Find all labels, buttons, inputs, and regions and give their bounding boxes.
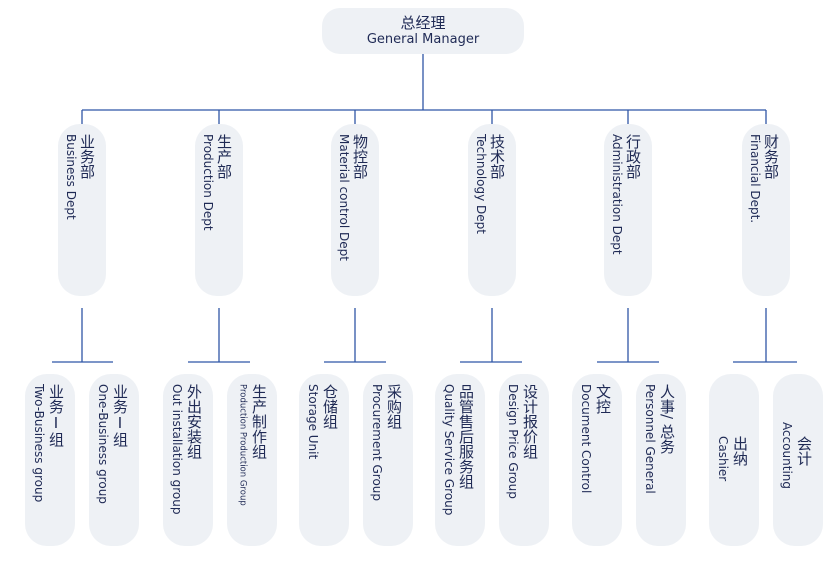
group-node-quality-service: 品管售后服务组 Quality Service Group xyxy=(435,374,485,546)
dept-label-zh: 技术部 xyxy=(488,134,506,179)
general-manager-node: 总经理 General Manager xyxy=(322,8,524,54)
general-manager-label-en: General Manager xyxy=(366,32,480,47)
group-node-cashier: 出纳 Cashier xyxy=(709,374,759,546)
group-label-zh: 外出安装组 xyxy=(185,384,203,459)
group-label-en: Production Production Group xyxy=(237,384,248,506)
group-node-design-price: 设计报价组 Design Price Group xyxy=(499,374,549,546)
group-label-zh: 业务Ⅰ组 xyxy=(111,384,129,447)
group-node-one-business: 业务Ⅰ组 One-Business group xyxy=(89,374,139,546)
group-node-production: 生产制作组 Production Production Group xyxy=(227,374,277,546)
group-node-procurement: 采购组 Procurement Group xyxy=(363,374,413,546)
group-label-zh: 文控 xyxy=(594,384,612,414)
group-label-en: Quality Service Group xyxy=(442,384,456,516)
group-label-zh: 人事/ 总务 xyxy=(658,384,676,454)
dept-label-en: Financial Dept. xyxy=(748,134,762,224)
group-label-en: Cashier xyxy=(716,436,730,482)
general-manager-label-zh: 总经理 xyxy=(400,14,446,32)
dept-node-business: 业务部 Business Dept xyxy=(58,124,106,296)
dept-label-zh: 财务部 xyxy=(762,134,780,179)
dept-label-zh: 行政部 xyxy=(624,134,642,179)
dept-label-en: Material control Dept xyxy=(337,134,351,261)
group-label-zh: 会计 xyxy=(795,436,813,466)
dept-label-zh: 物控部 xyxy=(351,134,369,179)
dept-label-en: Administration Dept xyxy=(610,134,624,255)
group-label-en: Personnel General xyxy=(643,384,657,494)
group-label-zh: 出纳 xyxy=(731,436,749,466)
group-label-zh: 品管售后服务组 xyxy=(457,384,475,489)
group-node-personnel-general: 人事/ 总务 Personnel General xyxy=(636,374,686,546)
group-label-zh: 业务Ⅰ组 xyxy=(47,384,65,447)
group-label-zh: 采购组 xyxy=(385,384,403,429)
dept-label-zh: 生产部 xyxy=(215,134,233,179)
group-label-en: Storage Unit xyxy=(306,384,320,460)
dept-label-en: Business Dept xyxy=(64,134,78,220)
group-label-en: Two-Business group xyxy=(32,384,46,503)
group-label-en: Document Control xyxy=(579,384,593,494)
group-node-two-business: 业务Ⅰ组 Two-Business group xyxy=(25,374,75,546)
group-node-accounting: 会计 Accounting xyxy=(773,374,823,546)
group-label-zh: 生产制作组 xyxy=(250,384,268,459)
dept-node-administration: 行政部 Administration Dept xyxy=(604,124,652,296)
group-label-en: One-Business group xyxy=(96,384,110,504)
dept-node-material-control: 物控部 Material control Dept xyxy=(331,124,379,296)
dept-label-zh: 业务部 xyxy=(78,134,96,179)
group-label-en: Out installation group xyxy=(170,384,184,515)
dept-node-technology: 技术部 Technology Dept xyxy=(468,124,516,296)
dept-label-en: Technology Dept xyxy=(474,134,488,234)
group-label-en: Accounting xyxy=(780,422,794,490)
group-node-document-control: 文控 Document Control xyxy=(572,374,622,546)
group-label-zh: 仓储组 xyxy=(321,384,339,429)
group-label-zh: 设计报价组 xyxy=(521,384,539,459)
group-label-en: Procurement Group xyxy=(370,384,384,502)
group-node-storage: 仓储组 Storage Unit xyxy=(299,374,349,546)
dept-node-production: 生产部 Production Dept xyxy=(195,124,243,296)
dept-node-financial: 财务部 Financial Dept. xyxy=(742,124,790,296)
group-node-out-installation: 外出安装组 Out installation group xyxy=(163,374,213,546)
group-label-en: Design Price Group xyxy=(506,384,520,499)
dept-label-en: Production Dept xyxy=(201,134,215,231)
